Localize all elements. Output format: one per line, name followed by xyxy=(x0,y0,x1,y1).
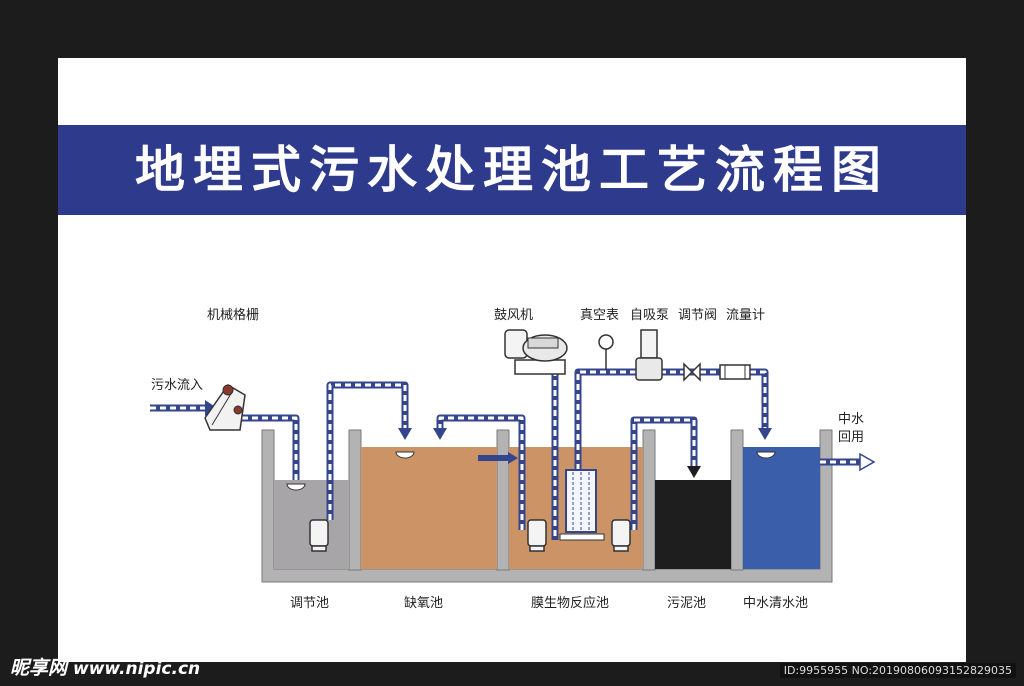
image-id-text: ID:9955955 NO:20190806093152829035 xyxy=(779,663,1016,678)
pump-mbr-1 xyxy=(527,519,547,552)
flowmeter-icon xyxy=(719,364,751,380)
label-vacuum-gauge: 真空表 xyxy=(580,308,619,323)
pipes xyxy=(150,368,860,540)
labels: 机械格栅 污水流入 鼓风机 真空表 自吸泵 调节阀 流量计 中水 回用 调节池 … xyxy=(151,307,864,611)
tank-label-mbr: 膜生物反应池 xyxy=(531,595,609,611)
wall-4 xyxy=(730,429,744,571)
submersible-pumps xyxy=(309,519,631,552)
wall-3 xyxy=(642,429,656,571)
valve-icon xyxy=(683,362,701,382)
blower-icon xyxy=(504,329,568,375)
wall-1 xyxy=(348,429,362,571)
pump-icon xyxy=(635,329,663,381)
diffuser-clear xyxy=(756,451,776,459)
tank-fill-anoxic xyxy=(361,447,497,569)
diffusers xyxy=(286,451,776,491)
tank-label-anoxic: 缺氧池 xyxy=(404,596,443,611)
label-blower: 鼓风机 xyxy=(494,308,533,323)
label-valve: 调节阀 xyxy=(678,308,717,323)
label-reuse-2: 回用 xyxy=(838,430,864,445)
arrow-to-clear xyxy=(758,428,772,440)
title-banner xyxy=(58,125,966,215)
tank-fill-clear xyxy=(743,447,820,569)
pump-mbr-2 xyxy=(611,519,631,552)
arrow-to-sludge xyxy=(687,466,701,478)
tank-fill-sludge xyxy=(655,480,731,569)
membrane-module-icon xyxy=(559,469,605,541)
pump-regulating xyxy=(309,519,329,552)
tank-label-regulating: 调节池 xyxy=(290,596,329,611)
label-reuse-1: 中水 xyxy=(838,412,864,427)
arrow-overflow xyxy=(508,452,518,464)
page-title: 地埋式污水处理池工艺流程图 xyxy=(135,141,889,199)
flow-arrows xyxy=(205,400,876,478)
arrow-inflow xyxy=(205,400,217,416)
label-flowmeter: 流量计 xyxy=(726,308,765,323)
label-pump: 自吸泵 xyxy=(630,308,669,323)
arrow-recycle xyxy=(433,428,447,440)
mechanical-screen-icon xyxy=(204,384,246,431)
label-screen: 机械格栅 xyxy=(207,307,259,323)
watermark-url: www.nipic.cn xyxy=(73,659,201,679)
arrow-outflow xyxy=(859,452,876,472)
tank-walls xyxy=(261,429,833,583)
tank-label-sludge: 污泥池 xyxy=(667,596,706,611)
label-inflow: 污水流入 xyxy=(151,378,203,393)
watermark-brand: 昵享网 xyxy=(10,657,68,679)
diffuser-anoxic xyxy=(395,451,415,459)
tank-label-clear: 中水清水池 xyxy=(743,596,808,611)
arrow-to-anoxic xyxy=(398,428,412,440)
vacuum-gauge-icon xyxy=(598,334,614,370)
wall-2 xyxy=(496,429,510,571)
diffuser-regulating xyxy=(286,483,306,491)
